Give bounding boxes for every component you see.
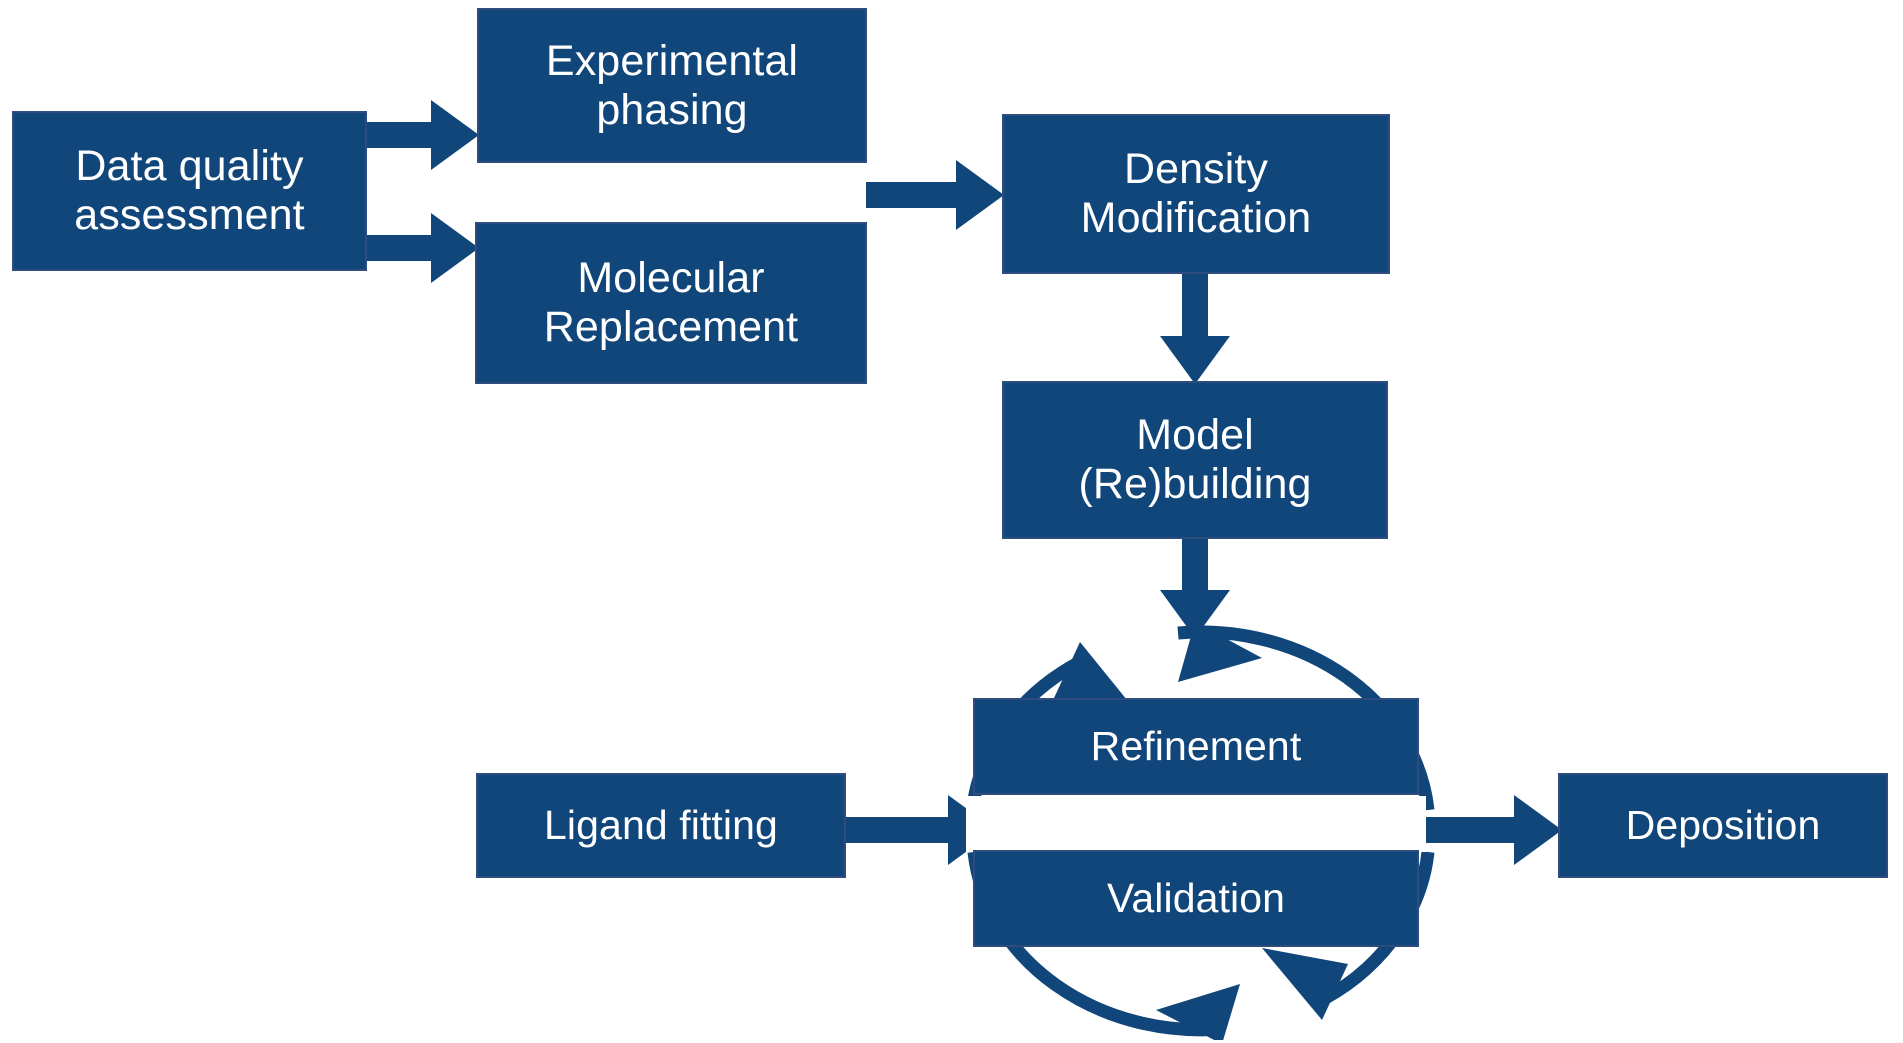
cycle-center-gap [966,796,1426,852]
node-model-rebuilding[interactable]: Model (Re)building [1002,381,1388,539]
arrow-data-quality-to-experimental-phasing [367,100,479,170]
arrow-density-modification-to-model-rebuilding [1160,274,1230,384]
node-label-line2: (Re)building [1078,460,1312,508]
node-deposition[interactable]: Deposition [1558,773,1888,878]
node-validation[interactable]: Validation [973,850,1419,947]
arrow-head [1160,590,1230,638]
node-label-line2: Replacement [543,303,799,351]
node-label-line2: phasing [596,85,748,134]
node-label-line2: Modification [1080,194,1312,242]
node-molecular-replacement[interactable]: Molecular Replacement [475,222,867,384]
arrow-model-rebuilding-to-cycle [1160,538,1230,638]
arrow-shaft [846,817,948,843]
node-label-line1: Molecular [577,254,765,303]
node-label-line1: Data quality [75,142,304,191]
arrow-shaft [367,235,431,261]
arrow-data-quality-to-molecular-replacement [367,213,479,283]
arrow-shaft [367,122,431,148]
node-refinement[interactable]: Refinement [973,698,1419,795]
node-label-line1: Density [1123,145,1269,194]
arrow-head [431,100,479,170]
node-label-line1: Experimental [545,36,799,85]
arrow-head [1160,336,1230,384]
node-label-line1: Validation [1106,875,1286,922]
node-data-quality-assessment[interactable]: Data quality assessment [12,111,367,271]
arrow-shaft [1410,817,1514,843]
arrow-head [1514,795,1562,865]
arrow-shaft [1182,538,1208,590]
node-label-line1: Ligand fitting [544,802,778,849]
node-label-line1: Refinement [1090,723,1302,770]
arrow-shaft [1182,274,1208,336]
arrow-cycle-to-deposition [1410,795,1562,865]
arrow-phasing-to-density-modification [866,160,1004,230]
arrow-shaft [866,182,956,208]
node-label-line1: Deposition [1625,802,1821,849]
node-label-line1: Model [1136,411,1254,460]
node-density-modification[interactable]: Density Modification [1002,114,1390,274]
arrow-head [956,160,1004,230]
arrow-head [431,213,479,283]
node-experimental-phasing[interactable]: Experimental phasing [477,8,867,163]
node-label-line2: assessment [74,191,305,239]
node-ligand-fitting[interactable]: Ligand fitting [476,773,846,878]
